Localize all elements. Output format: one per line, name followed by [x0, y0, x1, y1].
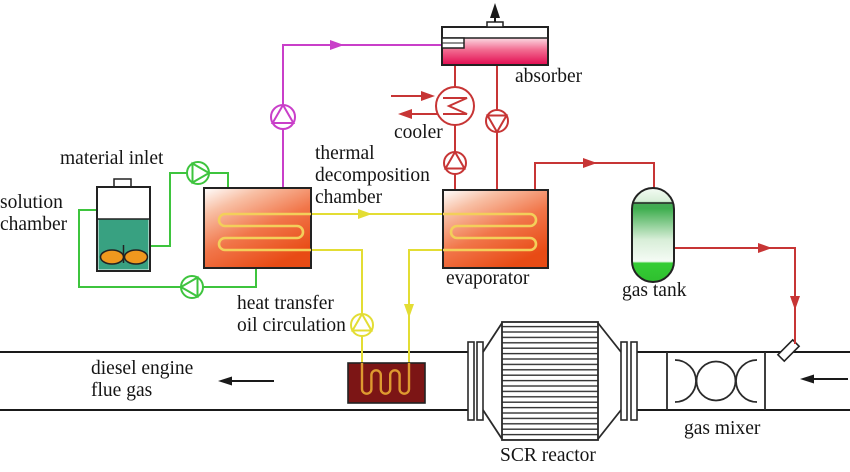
flow-arrow: [790, 296, 800, 310]
scr-left-flange-2: [476, 341, 484, 421]
label-solution-chamber: solution chamber: [0, 192, 68, 235]
label-scr-reactor: SCR reactor: [500, 445, 596, 466]
scr-monolith-body: [501, 321, 599, 441]
material-inlet-port: [113, 178, 132, 188]
pump-icon-cooler-loop: [443, 149, 467, 175]
scr-left-flange: [467, 341, 475, 421]
label-oil-circulation: heat transfer oil circulation: [237, 293, 346, 336]
decomposition-coil: [217, 212, 311, 252]
scr-right-flange-2: [630, 341, 638, 421]
mixer-left-vane: [674, 359, 697, 403]
vent-port: [486, 21, 504, 28]
flue-gas-pipe: [0, 351, 850, 411]
liquid-circuit: [454, 65, 800, 344]
solution-supply-line: [78, 172, 257, 288]
scr-reactor: [467, 321, 638, 441]
oil-circuit: [311, 209, 443, 363]
decomposition-chamber-vessel: [203, 187, 312, 269]
flue-flow-arrow-left: [218, 376, 274, 386]
pump-icon-oil: [350, 311, 374, 337]
gas-tank-vessel: [631, 187, 675, 283]
flow-arrow: [404, 304, 414, 318]
evaporator-coil: [443, 212, 538, 252]
mixer-right-vane: [735, 359, 758, 403]
gas-mixer: [666, 352, 766, 410]
coolant-in-arrow: [391, 91, 435, 101]
flow-arrow: [358, 209, 372, 219]
vent-arrow-icon: [490, 3, 500, 22]
scr-outlet-cone: [597, 322, 622, 440]
label-diesel-flue-gas: diesel engine flue gas: [91, 358, 194, 401]
label-cooler: cooler: [394, 122, 443, 143]
label-absorber: absorber: [515, 66, 583, 87]
label-gas-mixer: gas mixer: [684, 418, 761, 439]
pump-icon-solution-supply: [186, 161, 212, 185]
vapor-line: [282, 40, 442, 188]
flue-flow-arrow-right: [800, 374, 848, 384]
stirrer-blade: [123, 249, 149, 265]
flow-arrow: [583, 158, 597, 168]
flue-heat-exchanger: [347, 362, 426, 404]
mixer-rotor: [695, 360, 737, 402]
flow-arrow: [330, 40, 344, 50]
flue-hx-coil: [360, 363, 411, 395]
cooler-icon: [435, 86, 475, 126]
solution-chamber-vessel: [96, 178, 151, 272]
stirrer-blade: [99, 249, 125, 265]
coolant-out-arrow: [398, 109, 438, 119]
scr-right-flange: [620, 341, 628, 421]
label-material-inlet: material inlet: [60, 148, 164, 169]
absorber-vessel: [441, 3, 549, 66]
pump-icon-absorber-return: [485, 109, 509, 135]
flow-arrow: [758, 243, 772, 253]
scr-inlet-cone: [482, 322, 503, 440]
label-decomposition-chamber: thermal decomposition chamber: [315, 143, 430, 208]
pump-icon-vapor: [270, 103, 296, 130]
evaporator-vessel: [442, 189, 549, 269]
label-evaporator: evaporator: [446, 268, 530, 289]
label-gas-tank: gas tank: [622, 280, 687, 301]
pump-icon-solution-return: [178, 275, 204, 299]
